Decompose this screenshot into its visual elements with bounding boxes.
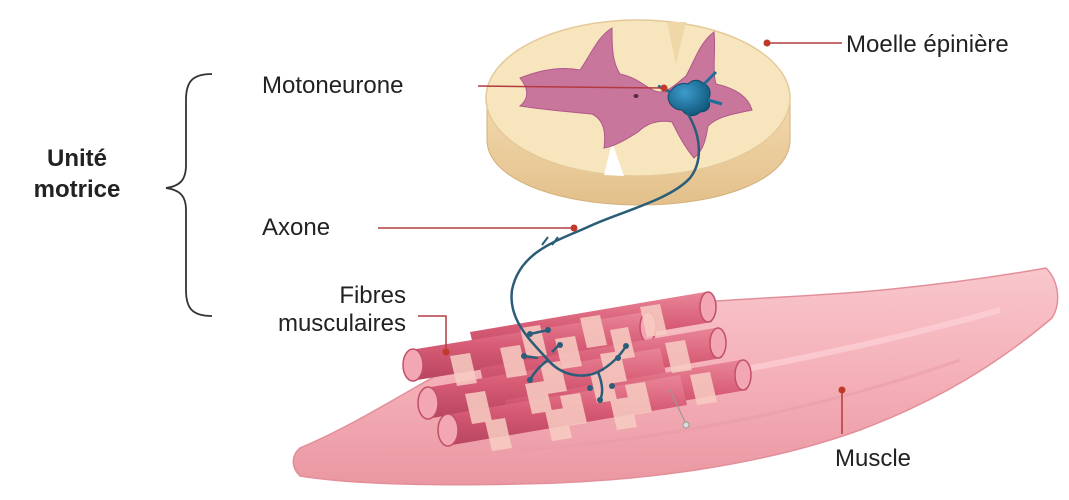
spinal-cord	[486, 20, 790, 205]
label-muscle-fibers-line2: musculaires	[226, 311, 406, 336]
motor-unit-brace	[166, 74, 212, 316]
label-spinal-cord: Moelle épinière	[846, 32, 1009, 57]
motor-unit-label: Unité motrice	[12, 146, 142, 202]
label-muscle-fibers-line1: Fibres	[226, 283, 406, 308]
fiber-pointer-dot	[683, 422, 689, 428]
label-muscle-fibers: Fibres musculaires	[226, 283, 406, 336]
motor-unit-label-line2: motrice	[12, 177, 142, 202]
label-muscle: Muscle	[835, 446, 911, 471]
label-motor-neuron: Motoneurone	[262, 73, 403, 98]
motor-unit-label-line1: Unité	[12, 146, 142, 171]
label-axon: Axone	[262, 215, 330, 240]
